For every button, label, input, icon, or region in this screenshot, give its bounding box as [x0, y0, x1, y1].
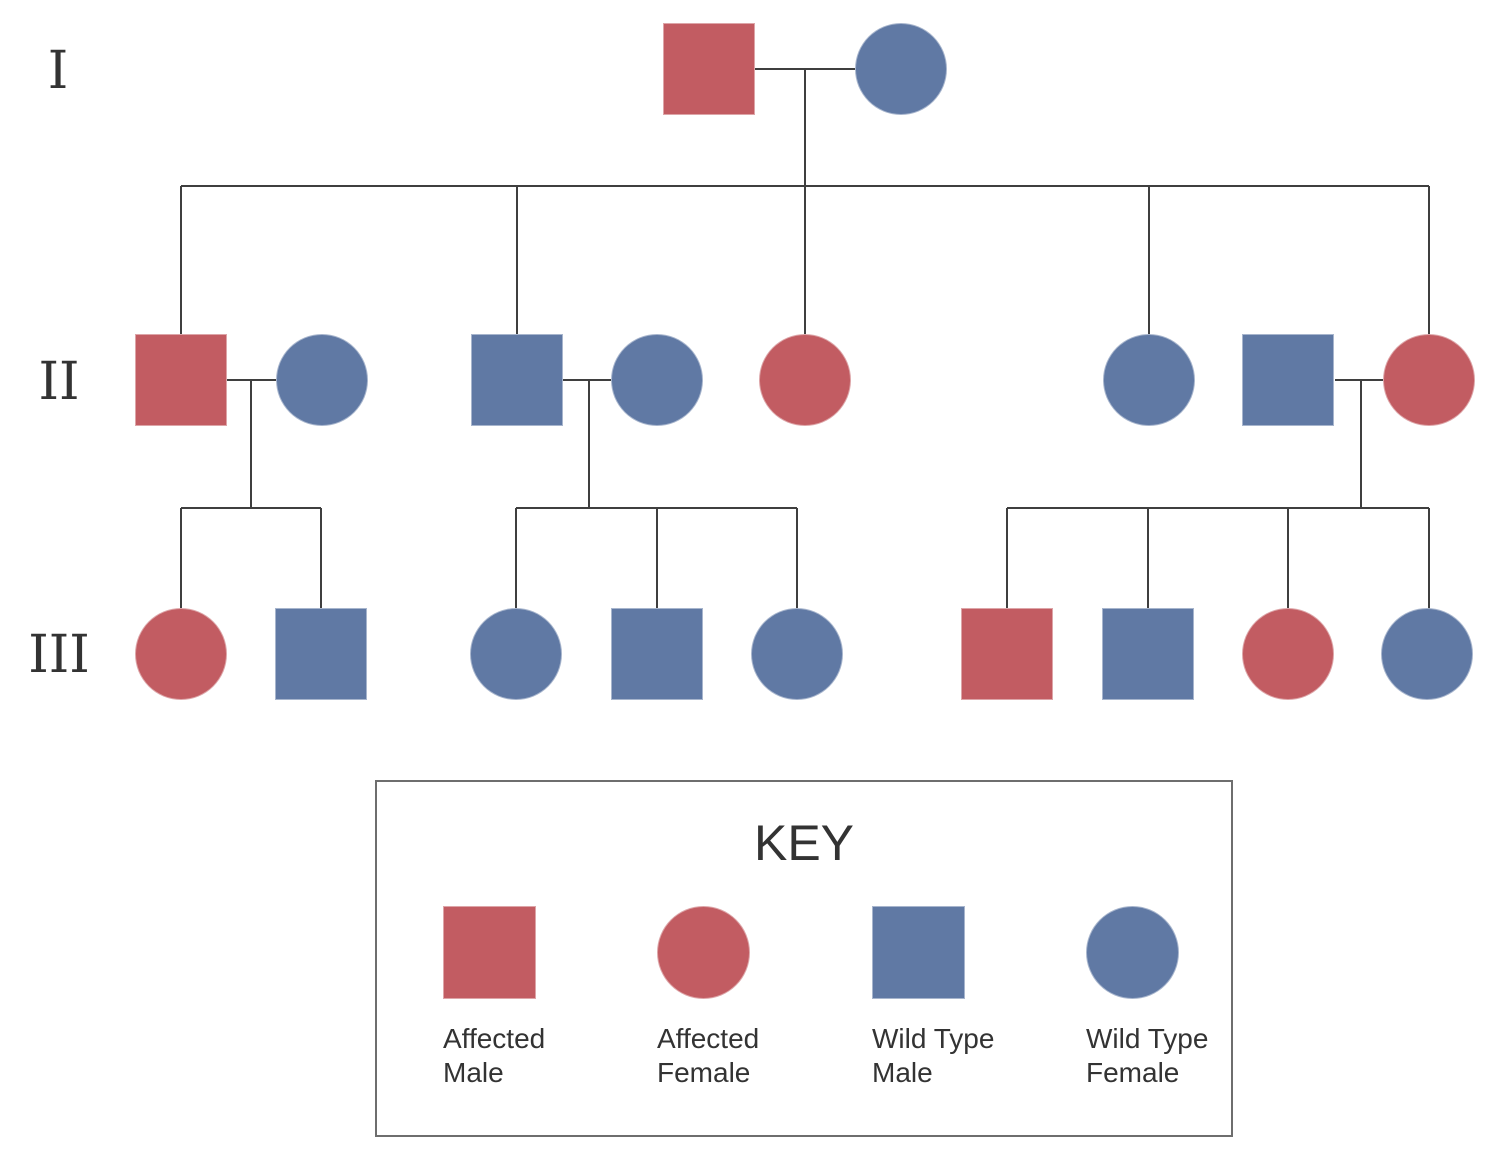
individual-II-7-wild-male [1242, 334, 1334, 426]
individual-III-3-wild-female [470, 608, 562, 700]
key-label-line-2: Male [872, 1057, 933, 1088]
individual-III-7-wild-male [1102, 608, 1194, 700]
individual-II-4-wild-female [611, 334, 703, 426]
individual-III-1-affected-female [135, 608, 227, 700]
key-item-label: Affected Male [443, 1022, 545, 1090]
key-item-label: Wild Type Male [872, 1022, 994, 1090]
key-item-wild-type-female: Wild Type Female [1086, 906, 1208, 1090]
generation-label-II: II [38, 352, 80, 412]
individual-I-1-affected-male [663, 23, 755, 115]
key-label-line-1: Affected [443, 1023, 546, 1054]
key-item-label: Affected Female [657, 1022, 759, 1090]
key-label-line-1: Wild Type [872, 1023, 995, 1054]
individual-III-5-wild-female [751, 608, 843, 700]
individual-III-4-wild-male [611, 608, 703, 700]
generation-label-III: III [28, 625, 90, 685]
individual-II-6-wild-female [1103, 334, 1195, 426]
wild-type-female-circle-swatch [1086, 906, 1179, 999]
key-label-line-2: Male [443, 1057, 504, 1088]
affected-male-square-swatch [443, 906, 536, 999]
generation-label-I: I [47, 41, 69, 101]
wild-type-male-square-swatch [872, 906, 965, 999]
individual-III-9-wild-female [1381, 608, 1473, 700]
individual-II-8-affected-female [1383, 334, 1475, 426]
key-label-line-1: Wild Type [1086, 1023, 1209, 1054]
key-title: KEY [753, 815, 855, 871]
key-item-wild-type-male: Wild Type Male [872, 906, 994, 1090]
key-label-line-2: Female [1086, 1057, 1180, 1088]
individual-III-6-affected-male [961, 608, 1053, 700]
key-label-line-2: Female [657, 1057, 751, 1088]
individual-II-3-wild-male [471, 334, 563, 426]
individual-II-5-affected-female [759, 334, 851, 426]
key-item-affected-male: Affected Male [443, 906, 545, 1090]
key-item-label: Wild Type Female [1086, 1022, 1208, 1090]
individual-I-2-wild-female [855, 23, 947, 115]
individual-II-1-affected-male [135, 334, 227, 426]
individual-II-2-wild-female [276, 334, 368, 426]
individual-III-2-wild-male [275, 608, 367, 700]
individual-III-8-affected-female [1242, 608, 1334, 700]
key-label-line-1: Affected [657, 1023, 760, 1054]
affected-female-circle-swatch [657, 906, 750, 999]
key-item-affected-female: Affected Female [657, 906, 759, 1090]
